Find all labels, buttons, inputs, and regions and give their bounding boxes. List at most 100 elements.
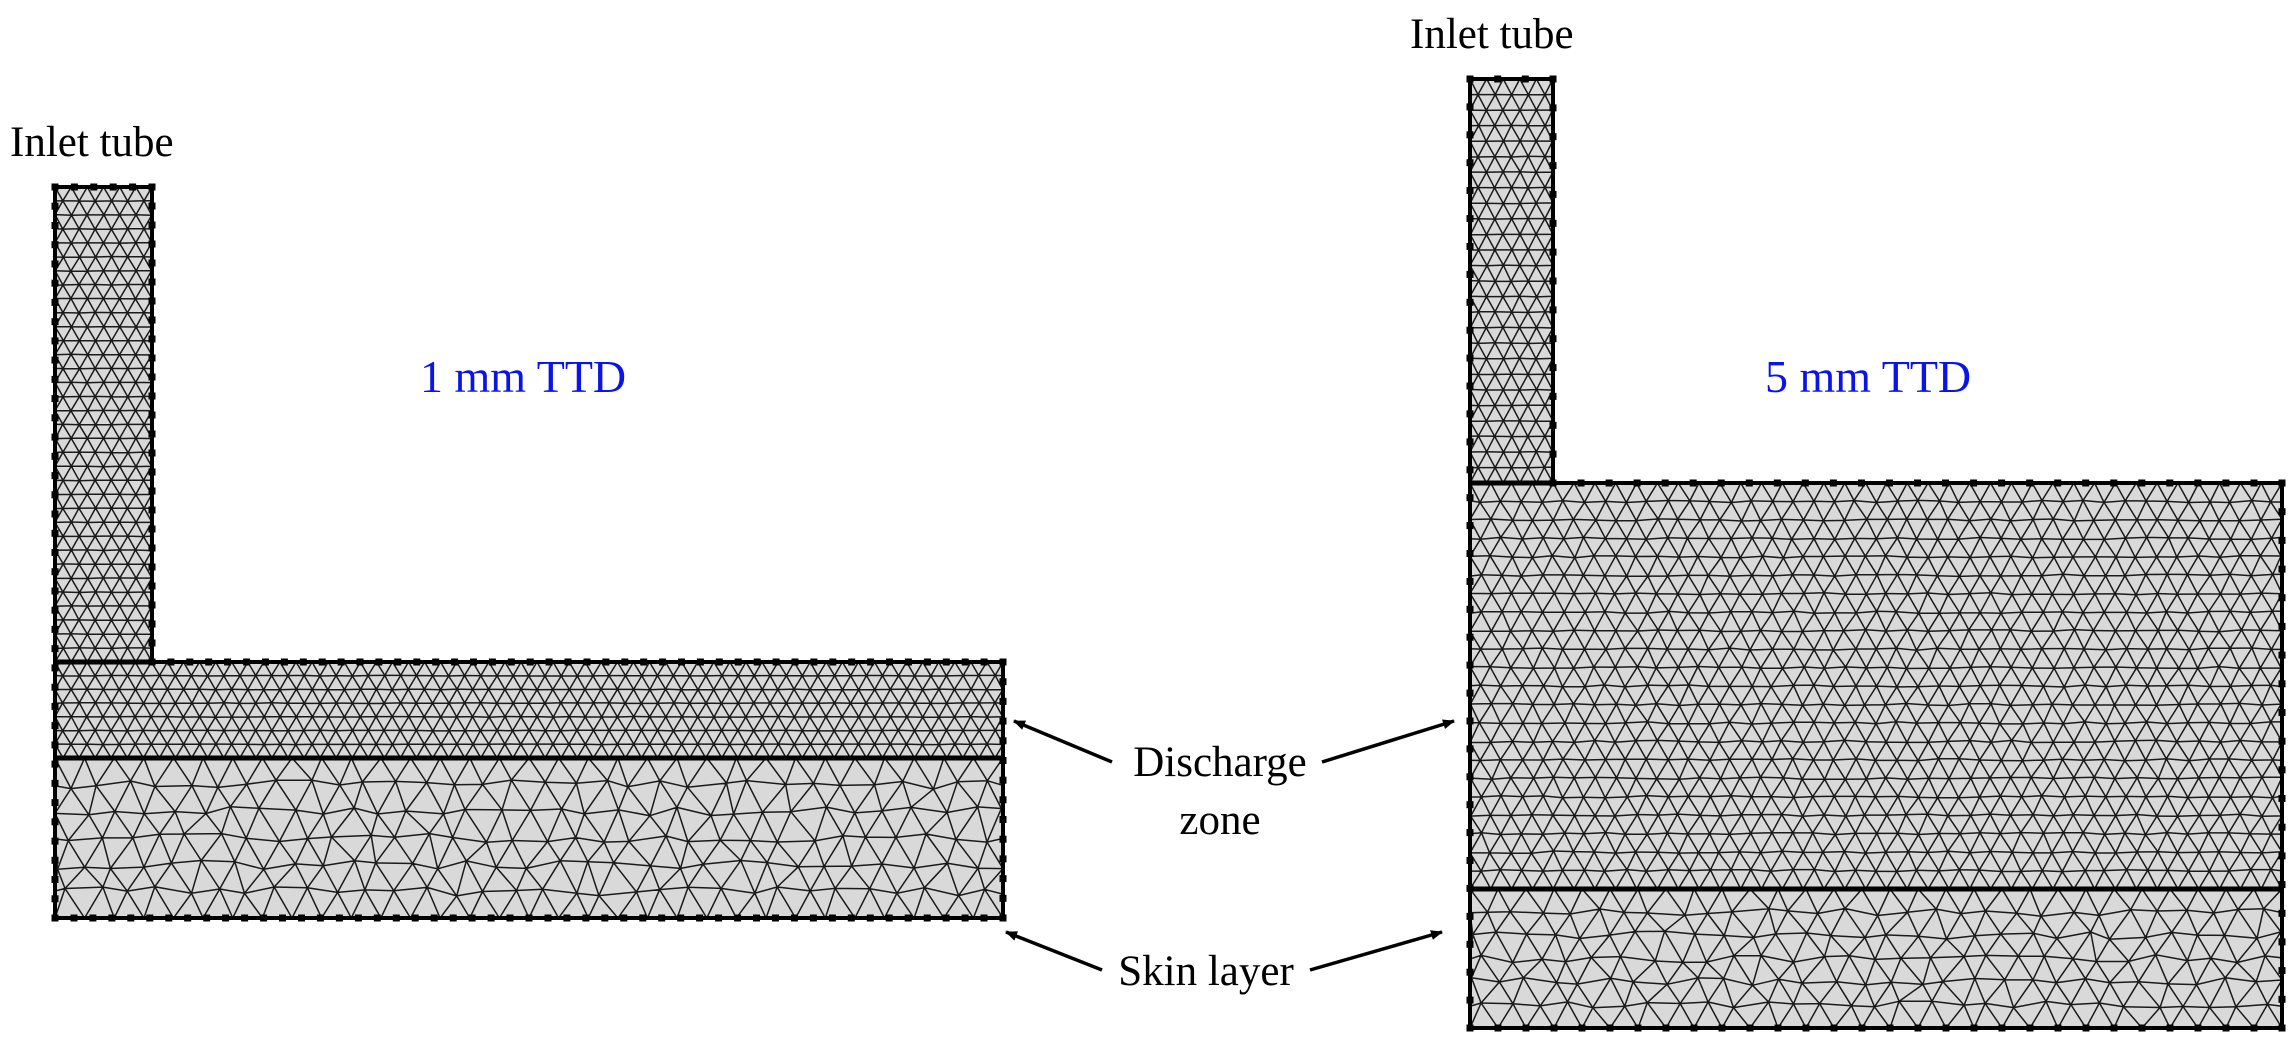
left-node bbox=[392, 914, 400, 922]
left-node bbox=[753, 658, 761, 666]
right-node bbox=[1577, 479, 1585, 487]
left-node bbox=[299, 658, 307, 666]
right-node bbox=[1549, 364, 1557, 372]
right-node bbox=[1662, 1024, 1670, 1032]
ttd-label-left: 1 mm TTD bbox=[420, 351, 626, 402]
left-node bbox=[51, 760, 59, 768]
inlet-tube-label-left: Inlet tube bbox=[10, 119, 174, 166]
left-node bbox=[127, 914, 135, 922]
skin-arrow-left bbox=[1005, 930, 1103, 972]
right-node bbox=[2222, 1024, 2230, 1032]
right-node bbox=[1689, 479, 1697, 487]
left-node bbox=[999, 757, 1007, 764]
left-node bbox=[677, 914, 685, 922]
right-node bbox=[2278, 823, 2286, 831]
left-node bbox=[148, 487, 156, 495]
left-node bbox=[70, 914, 78, 922]
right-node bbox=[2278, 680, 2286, 688]
left-node bbox=[298, 914, 305, 922]
left-node bbox=[51, 375, 59, 383]
left-node bbox=[148, 601, 156, 609]
left-node bbox=[942, 658, 950, 666]
left-node bbox=[148, 525, 156, 533]
right-discharge-mesh bbox=[1470, 483, 2282, 889]
left-node bbox=[109, 183, 117, 191]
right-node bbox=[1466, 661, 1474, 669]
left-node bbox=[184, 914, 192, 922]
right-node bbox=[2250, 1024, 2258, 1032]
left-node bbox=[51, 337, 59, 345]
right-node bbox=[2194, 1024, 2202, 1032]
right-node bbox=[1466, 298, 1474, 306]
right-node bbox=[2278, 508, 2286, 516]
right-node bbox=[1466, 773, 1474, 781]
left-node bbox=[51, 395, 59, 403]
left-node bbox=[847, 914, 855, 922]
left-node bbox=[696, 658, 704, 666]
discharge-arrow-right bbox=[1321, 719, 1455, 764]
right-node bbox=[1466, 215, 1474, 223]
left-node bbox=[394, 658, 402, 666]
left-inlet-mesh bbox=[55, 187, 152, 662]
right-node bbox=[2222, 479, 2230, 487]
left-node bbox=[848, 658, 856, 666]
left-node bbox=[487, 914, 495, 922]
right-node bbox=[1550, 1024, 1558, 1032]
right-node bbox=[1549, 190, 1557, 198]
left-node bbox=[999, 914, 1007, 922]
left-node bbox=[640, 658, 648, 666]
right-node bbox=[2082, 479, 2090, 487]
right-node bbox=[2250, 479, 2258, 487]
left-node bbox=[980, 914, 988, 922]
right-node bbox=[1886, 1024, 1894, 1032]
left-node bbox=[148, 582, 156, 590]
right-node bbox=[1466, 326, 1474, 334]
right-node bbox=[2166, 1024, 2174, 1032]
right-node bbox=[1522, 1024, 1530, 1032]
left-node bbox=[980, 658, 988, 666]
right-node bbox=[1466, 884, 1474, 892]
right-node bbox=[2278, 622, 2286, 630]
right-node bbox=[1466, 968, 1474, 976]
right-node bbox=[1549, 104, 1557, 112]
right-node bbox=[1886, 479, 1893, 487]
right-node bbox=[1494, 1024, 1502, 1032]
right-node bbox=[1466, 131, 1474, 139]
right-node bbox=[2026, 1024, 2034, 1032]
left-node bbox=[51, 549, 59, 556]
left-node bbox=[51, 433, 59, 441]
left-node bbox=[999, 796, 1007, 804]
left-node bbox=[51, 625, 59, 633]
left-node bbox=[772, 658, 780, 666]
left-boundary-nodes bbox=[51, 183, 1007, 922]
left-node bbox=[999, 717, 1007, 725]
left-node bbox=[715, 914, 723, 922]
left-node bbox=[51, 683, 59, 691]
right-node bbox=[1466, 996, 1474, 1004]
right-node bbox=[1942, 479, 1949, 487]
right-node bbox=[1466, 494, 1474, 502]
right-node bbox=[1466, 605, 1474, 613]
right-node bbox=[1661, 479, 1669, 487]
left-node bbox=[51, 587, 59, 595]
left-node bbox=[658, 914, 666, 922]
left-node bbox=[51, 356, 59, 364]
left-node bbox=[715, 658, 723, 666]
left-model-1mm bbox=[51, 183, 1007, 922]
left-node bbox=[262, 658, 269, 666]
right-mesh bbox=[1470, 79, 2282, 1028]
left-discharge-mesh bbox=[55, 662, 1003, 758]
right-node bbox=[1466, 354, 1474, 362]
discharge-zone-label-line2: zone bbox=[1179, 797, 1260, 844]
right-node bbox=[2278, 881, 2286, 889]
left-node bbox=[828, 914, 836, 922]
right-node bbox=[1549, 479, 1557, 487]
left-node bbox=[148, 259, 156, 267]
right-node bbox=[1690, 1024, 1698, 1032]
right-node bbox=[1942, 1024, 1950, 1032]
left-node bbox=[337, 658, 345, 666]
left-node bbox=[51, 414, 59, 422]
right-node bbox=[1466, 857, 1474, 864]
left-node bbox=[904, 914, 912, 922]
left-node bbox=[791, 658, 799, 666]
